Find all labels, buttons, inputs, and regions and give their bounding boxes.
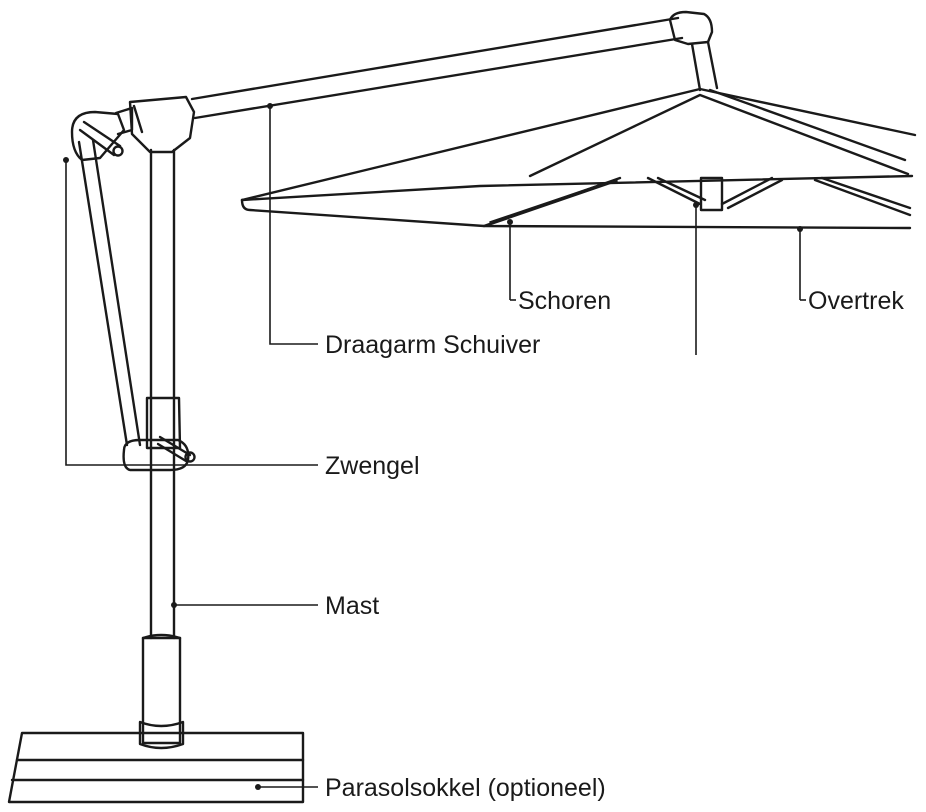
arm-top-joint: [70, 110, 126, 162]
label-parasolsokkel: Parasolsokkel (optioneel): [325, 774, 606, 802]
mast-top-joint: [128, 95, 196, 154]
canopy: [240, 87, 917, 230]
diagonal-arm: [77, 138, 142, 447]
label-schoren: Schoren: [518, 287, 611, 315]
leader-lines: [63, 103, 806, 790]
crank-housing: [122, 396, 196, 472]
mast-sleeve: [138, 633, 185, 750]
top-boom: [190, 16, 684, 120]
parasol-base: [7, 731, 305, 804]
label-overtrek: Overtrek: [808, 287, 904, 315]
label-zwengel: Zwengel: [325, 452, 420, 480]
boom-end-joint: [668, 10, 714, 46]
mast-pole: [149, 148, 176, 640]
label-draagarm-schuiver: Draagarm Schuiver: [325, 331, 540, 359]
hanging-tube: [690, 40, 719, 92]
label-mast: Mast: [325, 592, 379, 620]
